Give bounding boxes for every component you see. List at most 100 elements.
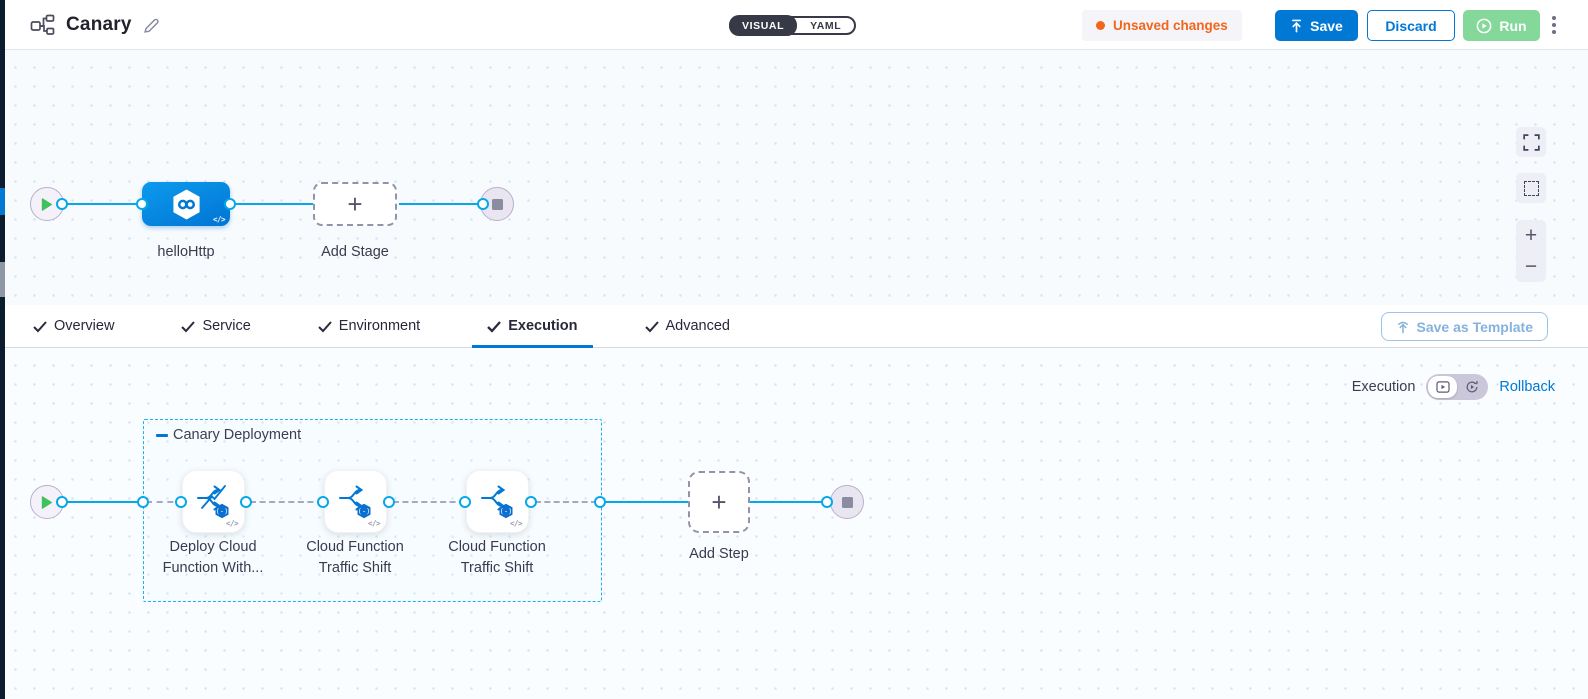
connector-line — [393, 501, 465, 503]
tab-advanced[interactable]: Advanced — [630, 305, 746, 347]
tab-overview[interactable]: Overview — [18, 305, 129, 347]
stage-name-label: helloHttp — [157, 244, 215, 260]
connector-line — [604, 501, 688, 503]
strip-highlight-blue — [0, 188, 5, 215]
stop-square-icon — [841, 496, 853, 508]
execution-mode-label: Execution — [1351, 379, 1416, 395]
code-glyph: </> — [225, 519, 239, 528]
tab-service[interactable]: Service — [166, 305, 265, 347]
svg-text:(-): (-) — [216, 508, 229, 516]
connector-line — [535, 501, 597, 503]
connector-line — [250, 501, 323, 503]
rollback-mode-button[interactable] — [1457, 376, 1486, 398]
template-upload-icon — [1397, 321, 1408, 333]
execution-end-node — [830, 485, 864, 519]
connector-line — [146, 501, 184, 503]
toggle-yaml[interactable]: YAML — [810, 19, 842, 32]
svg-text:(-): (-) — [358, 508, 371, 516]
check-icon — [644, 320, 659, 332]
step-label: Cloud Function Traffic Shift — [306, 539, 404, 576]
zoom-out-button[interactable]: − — [1516, 251, 1546, 282]
connector-port[interactable] — [175, 496, 187, 508]
execution-mode-row: Execution Rollback — [1352, 374, 1555, 400]
start-play-icon — [41, 495, 52, 509]
stage-card-hellohttp[interactable]: </> — [142, 182, 230, 226]
check-icon — [487, 320, 502, 333]
add-stage-button[interactable]: + — [313, 182, 397, 226]
edit-pencil-icon[interactable] — [143, 17, 160, 34]
step-card-traffic-shift-1[interactable]: (-) </> — [324, 470, 387, 533]
cloud-function-badge-icon: (-) — [499, 503, 513, 519]
connector-port[interactable] — [136, 198, 148, 210]
connector-port[interactable] — [56, 496, 68, 508]
tab-execution[interactable]: Execution — [472, 305, 593, 348]
connector-line — [232, 203, 313, 205]
fullscreen-button[interactable] — [1516, 127, 1546, 157]
add-step-button[interactable]: + — [688, 471, 750, 533]
pipeline-icon — [30, 14, 55, 35]
stage-canvas[interactable]: </> + helloHttp Add Stage + − — [0, 50, 1588, 305]
discard-button[interactable]: Discard — [1367, 10, 1455, 41]
page-title: Canary — [66, 14, 132, 35]
check-icon — [318, 320, 332, 332]
header: Canary VISUAL YAML Unsaved changes Save … — [0, 0, 1588, 50]
more-options-kebab-icon[interactable] — [1547, 13, 1561, 37]
svg-text:(-): (-) — [500, 508, 513, 516]
save-button[interactable]: Save — [1275, 10, 1358, 41]
plus-icon: + — [347, 189, 363, 219]
unsaved-changes-badge[interactable]: Unsaved changes — [1082, 10, 1242, 41]
execution-rollback-toggle — [1426, 374, 1489, 400]
connector-port[interactable] — [821, 496, 833, 508]
connector-port[interactable] — [477, 198, 489, 210]
left-edge-strip — [0, 0, 5, 699]
cloud-function-badge-icon: (-) — [357, 503, 371, 519]
zoom-controls: + − — [1516, 220, 1546, 282]
toggle-visual[interactable]: VISUAL — [729, 15, 798, 36]
connector-line — [750, 501, 827, 503]
connector-port[interactable] — [224, 198, 236, 210]
marquee-icon — [1523, 180, 1539, 196]
plus-icon: + — [711, 487, 727, 517]
zoom-in-button[interactable]: + — [1516, 220, 1546, 251]
connector-port[interactable] — [317, 496, 329, 508]
collapse-group-icon[interactable] — [156, 433, 168, 437]
code-glyph: </> — [509, 519, 523, 528]
connector-port[interactable] — [525, 496, 537, 508]
connector-port[interactable] — [56, 198, 68, 210]
upload-icon — [1292, 19, 1302, 32]
run-button[interactable]: Run — [1463, 10, 1540, 41]
header-left: Canary — [30, 0, 160, 50]
fullscreen-icon — [1522, 133, 1540, 151]
visual-yaml-toggle: VISUAL YAML — [729, 15, 857, 36]
multi-select-button[interactable] — [1516, 173, 1546, 203]
check-icon — [181, 320, 196, 332]
execution-steps-icon — [1436, 381, 1450, 393]
code-glyph: </> — [212, 215, 226, 224]
step-label: Cloud Function Traffic Shift — [448, 539, 546, 576]
group-name-label: Canary Deployment — [173, 427, 302, 443]
tab-environment[interactable]: Environment — [303, 305, 435, 347]
connector-line — [64, 203, 144, 205]
rollback-icon — [1466, 380, 1478, 393]
step-card-traffic-shift-2[interactable]: (-) </> — [466, 470, 529, 533]
connector-port[interactable] — [383, 496, 395, 508]
connector-port[interactable] — [459, 496, 471, 508]
add-stage-label: Add Stage — [321, 244, 389, 260]
play-circle-icon — [1477, 18, 1492, 33]
rollback-link[interactable]: Rollback — [1499, 379, 1555, 395]
stage-config-tabbar: Overview Service Environment Execution A… — [0, 305, 1588, 348]
cloud-function-badge-icon: (-) — [215, 503, 229, 519]
start-play-icon — [41, 197, 52, 211]
check-icon — [33, 320, 47, 332]
group-label-row: Canary Deployment — [156, 427, 301, 443]
connector-port[interactable] — [137, 496, 149, 508]
execution-mode-button[interactable] — [1428, 376, 1458, 398]
execution-canvas[interactable]: Execution Rollback — [0, 348, 1588, 699]
connector-port[interactable] — [594, 496, 606, 508]
save-as-template-button[interactable]: Save as Template — [1380, 312, 1548, 341]
step-card-deploy-cloud-function[interactable]: (-) </> — [182, 470, 245, 533]
stage-hexagon-icon — [172, 188, 200, 220]
unsaved-dot-icon — [1096, 21, 1105, 30]
connector-port[interactable] — [240, 496, 252, 508]
